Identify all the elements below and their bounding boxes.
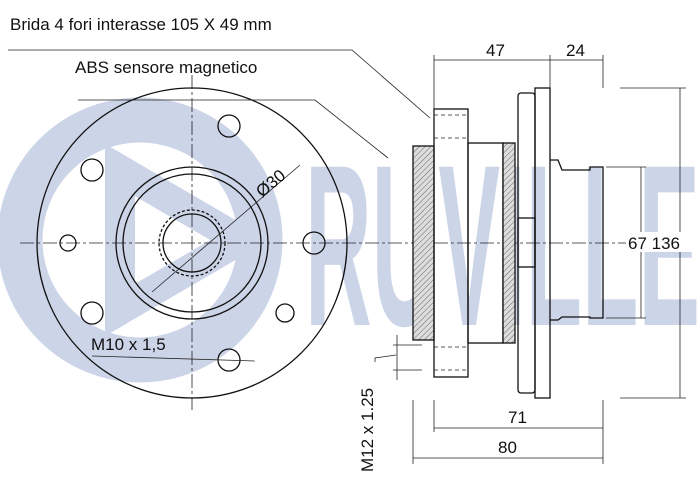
flange-label: Brida 4 fori interasse 105 X 49 mm: [10, 15, 272, 34]
brand-logo-triangle: [105, 143, 270, 337]
bolt-thread-leader: [91, 355, 256, 362]
dim-67-136: 67 136: [628, 234, 680, 253]
dimensions: 47 24 67 136 71 80: [412, 41, 696, 464]
bolt-thread-label: M10 x 1,5: [91, 335, 166, 354]
dim-24: 24: [566, 41, 585, 60]
spline-inner: [162, 213, 222, 273]
abs-ring-section: [412, 145, 435, 341]
front-view: [36, 87, 348, 399]
abs-label: ABS sensore magnetico: [75, 58, 257, 77]
bolt-hole: [59, 234, 77, 252]
abs-ring-inner: [122, 173, 262, 313]
bolt-hole: [80, 158, 104, 182]
nut-thread-label: M12 x 1.25: [358, 388, 377, 472]
dim-47: 47: [486, 41, 505, 60]
dim-80: 80: [498, 438, 517, 457]
diameter-leader: [151, 164, 301, 293]
abs-leader: [78, 99, 389, 159]
bolt-hole: [80, 301, 104, 325]
pilot-collar: [550, 159, 604, 321]
flange-leader: [8, 49, 431, 119]
bolt-hole: [302, 231, 326, 255]
dim-71: 71: [508, 408, 527, 427]
hub-flange-outline: [36, 87, 348, 399]
seal-section: [502, 142, 516, 344]
hub-step: [517, 217, 536, 268]
abs-ring-outer: [115, 166, 269, 320]
bolt-hole: [275, 303, 295, 323]
dim-label-bg: [626, 232, 696, 252]
bolt-hole: [217, 114, 241, 138]
side-view: [412, 87, 604, 399]
spline-outer: [158, 209, 226, 277]
nut-thread-leader: [374, 354, 397, 362]
